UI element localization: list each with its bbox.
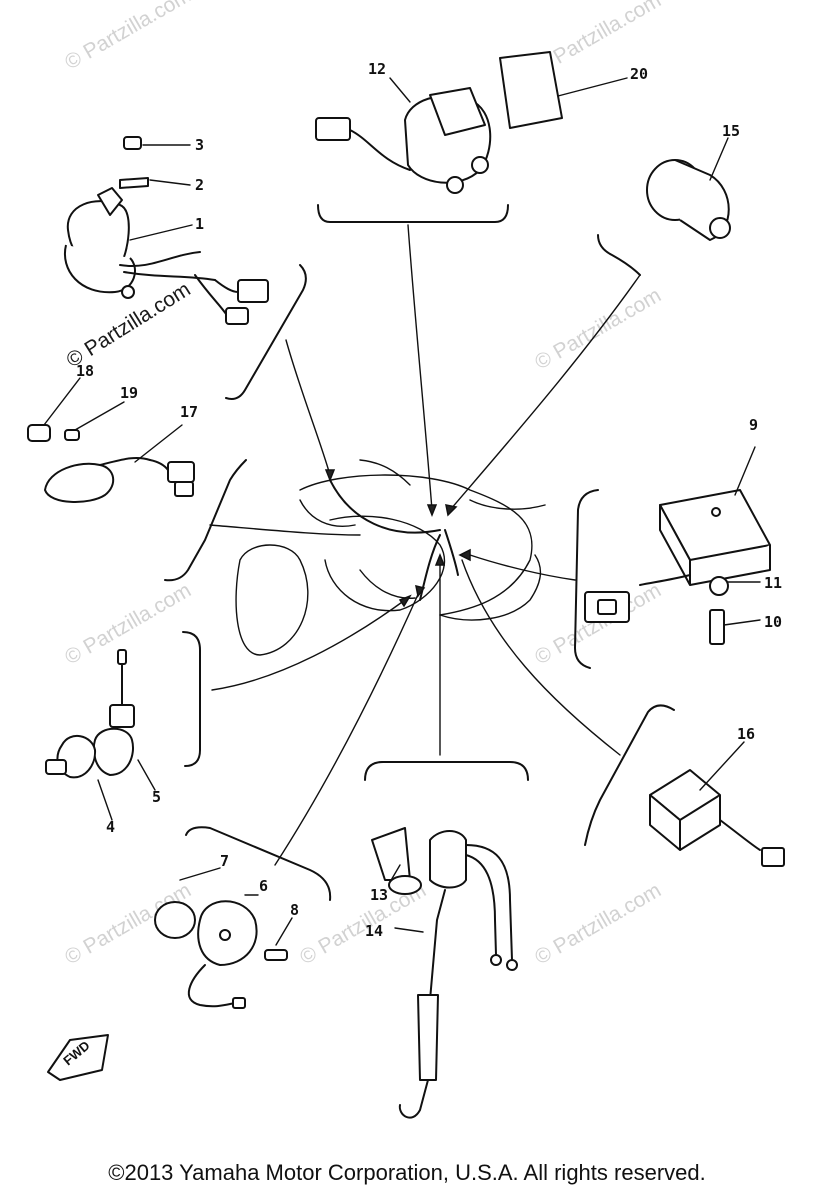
- watermark: © Partzilla.com: [61, 579, 195, 670]
- callout-15: 15: [722, 122, 740, 140]
- callout-7: 7: [220, 852, 229, 870]
- callout-9: 9: [749, 416, 758, 434]
- callout-labels: 1 2 3 4 5 6 7 8 9 10 11 12 13 14 15 16 1…: [76, 60, 782, 940]
- main-switch: [63, 136, 269, 325]
- callout-leaders: [43, 77, 761, 946]
- rectifier-regulator: [584, 489, 771, 645]
- callout-2: 2: [195, 176, 204, 194]
- watermark: © Partzilla.com: [61, 0, 195, 74]
- callout-5: 5: [152, 788, 161, 806]
- callout-13: 13: [370, 886, 388, 904]
- callout-12: 12: [368, 60, 386, 78]
- callout-3: 3: [195, 136, 204, 154]
- callout-10: 10: [764, 613, 782, 631]
- forward-marker: FWD: [47, 1034, 109, 1081]
- callout-11: 11: [764, 574, 782, 592]
- starter-relay: [315, 51, 563, 194]
- relay-16: [649, 769, 785, 867]
- group-brackets: [164, 204, 675, 901]
- oil-switch: [45, 649, 135, 779]
- callout-1: 1: [195, 215, 204, 233]
- switch-assembly-17: [27, 424, 195, 503]
- callout-19: 19: [120, 384, 138, 402]
- callout-20: 20: [630, 65, 648, 83]
- callout-16: 16: [737, 725, 755, 743]
- callout-6: 6: [259, 877, 268, 895]
- callout-4: 4: [106, 818, 115, 836]
- callout-17: 17: [180, 403, 198, 421]
- leader-lines: [209, 224, 641, 866]
- flasher-relay: [646, 159, 731, 241]
- brake-switch: [371, 827, 518, 1119]
- watermark: © Partzilla.com: [531, 284, 665, 375]
- sensor-cover: [154, 900, 288, 1009]
- callout-8: 8: [290, 901, 299, 919]
- callout-18: 18: [76, 362, 94, 380]
- frame-outline: [235, 459, 546, 656]
- callout-14: 14: [365, 922, 383, 940]
- watermark: © Partzilla.com: [531, 879, 665, 970]
- copyright-notice: ©2013 Yamaha Motor Corporation, U.S.A. A…: [108, 1160, 706, 1185]
